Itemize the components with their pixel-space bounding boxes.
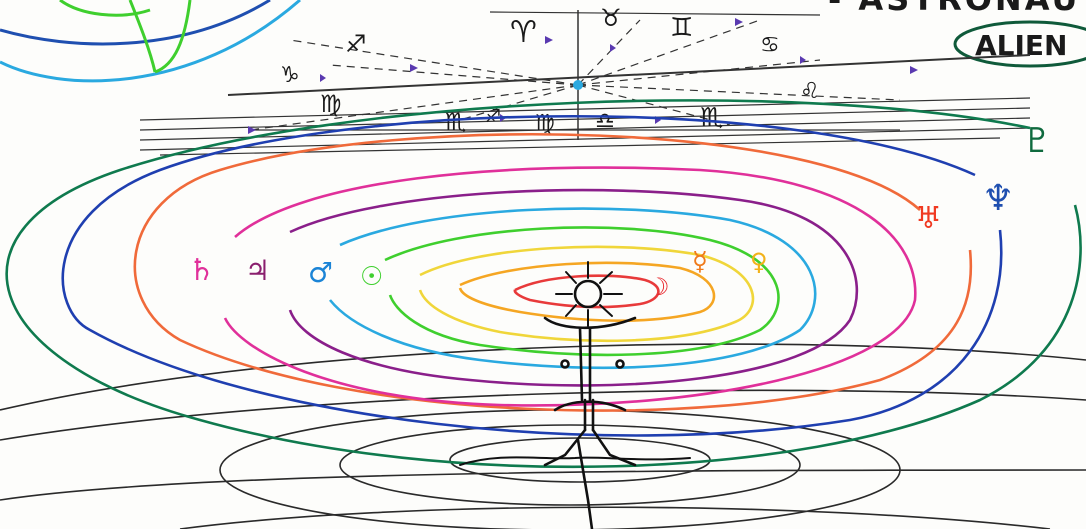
orbit-neptune: [61, 114, 1003, 437]
stick-figure: [459, 261, 691, 529]
zodiac-sign-4: ♊: [670, 13, 693, 43]
orbit-uranus: [133, 133, 973, 412]
orbit-mars: [328, 207, 817, 370]
planet-glyph-group: ♄ ♃ ♂ ☉ ☿ ♀ ☽ ♅ ♆ ♇: [188, 121, 1052, 301]
sun-rays: [555, 261, 623, 327]
zodiac-sign-12: ♌: [800, 79, 820, 104]
sun-head-icon: [573, 279, 603, 309]
orbit-venus: [418, 245, 755, 343]
zodiac-sign-3: ♉: [600, 4, 622, 32]
planet-mars-symbol: ♂: [308, 256, 333, 289]
zodiac-sign-2: ♈: [510, 15, 537, 50]
zodiac-sign-9: ♍: [535, 111, 555, 136]
zenith-point: [573, 80, 583, 90]
planet-uranus-symbol: ♅: [915, 201, 942, 236]
orbit-mercury: [458, 261, 716, 322]
planet-venus-symbol: ♀: [750, 248, 768, 276]
orbit-jupiter: [288, 188, 859, 387]
planet-neptune-symbol: ♆: [982, 178, 1014, 219]
zodiac-sign-11: ♏: [700, 103, 723, 133]
zodiac-sign-1: ♑: [280, 63, 300, 88]
orbit-saturn: [223, 166, 917, 407]
planet-moon-symbol: ☽: [648, 273, 670, 301]
planet-mercury-symbol: ☿: [692, 247, 708, 277]
orbit-pluto: [5, 99, 1082, 469]
zodiac-sign-6: ♍: [320, 90, 342, 118]
planet-jupiter-symbol: ♃: [245, 254, 270, 287]
orbit-rings: [5, 99, 1082, 469]
alien-badge-outline: [953, 20, 1086, 68]
ground-plane-rings: [0, 343, 1086, 529]
zodiac-sign-7: ♏: [445, 108, 467, 136]
planet-saturn-symbol: ♄: [188, 253, 215, 288]
header-title-fragment: - ASTRONAUT: [828, 0, 1086, 18]
planet-sun-symbol: ☉: [360, 262, 383, 292]
planet-pluto-symbol: ♇: [1022, 121, 1052, 161]
zodiac-sign-0: ♐: [345, 30, 367, 58]
zodiac-sign-10: ♎: [595, 109, 615, 134]
zodiac-sign-5: ♋: [760, 33, 780, 58]
orbit-earth: [384, 226, 780, 357]
top-left-circle-group: [0, 0, 301, 83]
